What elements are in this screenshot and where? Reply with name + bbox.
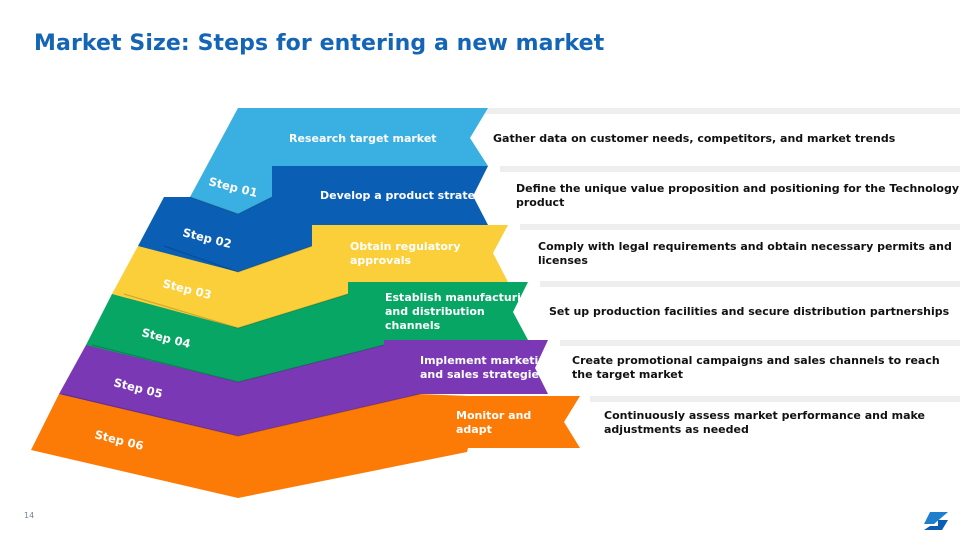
step-title-06-line-2: adapt xyxy=(456,423,492,436)
step-description-03: Comply with legal requirements and obtai… xyxy=(538,240,956,267)
rail-step-06 xyxy=(590,396,960,402)
page-title: Market Size: Steps for entering a new ma… xyxy=(34,31,605,56)
step-title-02: Develop a product strategy xyxy=(320,189,490,202)
brand-logo-icon xyxy=(924,512,948,530)
step-description-04: Set up production facilities and secure … xyxy=(549,305,950,318)
pyramid-tier-01 xyxy=(190,108,488,214)
brand-logo-shape-top xyxy=(924,512,948,524)
step-description-03-line-2: licenses xyxy=(538,254,588,267)
step-title-05-line-1: Implement marketing xyxy=(420,354,554,367)
step-title-04-line-3: channels xyxy=(385,319,441,332)
step-title-06: Monitor and adapt xyxy=(456,409,535,436)
step-description-02-line-2: product xyxy=(516,196,564,209)
step-description-06-line-1: Continuously assess market performance a… xyxy=(604,409,925,422)
step-description-03-line-1: Comply with legal requirements and obtai… xyxy=(538,240,952,253)
step-description-05-line-2: the target market xyxy=(572,368,683,381)
step-description-06-line-2: adjustments as needed xyxy=(604,423,749,436)
fold-shadow-03 xyxy=(123,293,349,329)
rail-step-05 xyxy=(560,340,960,346)
fold-shadow-02 xyxy=(163,245,313,273)
fold-shadow-04 xyxy=(91,344,385,383)
step-title-04: Establish manufacturing and distribution… xyxy=(385,291,540,332)
step-description-01: Gather data on customer needs, competito… xyxy=(493,132,896,145)
rail-step-04 xyxy=(540,281,960,287)
brand-logo-shape-bottom xyxy=(924,520,948,530)
fold-shadow-05 xyxy=(61,393,421,437)
step-description-05-line-1: Create promotional campaigns and sales c… xyxy=(572,354,940,367)
fold-shadow-01 xyxy=(189,196,273,215)
step-title-04-line-1: Establish manufacturing xyxy=(385,291,537,304)
step-title-03: Obtain regulatory approvals xyxy=(350,240,464,267)
step-title-05-line-2: and sales strategies xyxy=(420,368,546,381)
step-description-06: Continuously assess market performance a… xyxy=(604,409,929,436)
step-title-01: Research target market xyxy=(289,132,437,145)
step-description-05: Create promotional campaigns and sales c… xyxy=(572,354,944,381)
rail-step-02 xyxy=(500,166,960,172)
step-title-04-line-2: and distribution xyxy=(385,305,485,318)
step-title-06-line-1: Monitor and xyxy=(456,409,531,422)
fold-shadows xyxy=(61,196,421,437)
step-title-05: Implement marketing and sales strategies xyxy=(420,354,558,381)
pyramid-tier-02 xyxy=(138,166,488,272)
step-description-02: Define the unique value proposition and … xyxy=(516,182,960,209)
description-rails xyxy=(480,108,960,402)
rail-step-03 xyxy=(520,224,960,230)
step-description-02-line-1: Define the unique value proposition and … xyxy=(516,182,959,195)
rail-step-01 xyxy=(480,108,960,114)
step-title-03-line-1: Obtain regulatory xyxy=(350,240,461,253)
step-title-03-line-2: approvals xyxy=(350,254,412,267)
pyramid-tier-06 xyxy=(31,394,580,498)
page-number: 14 xyxy=(24,511,35,520)
